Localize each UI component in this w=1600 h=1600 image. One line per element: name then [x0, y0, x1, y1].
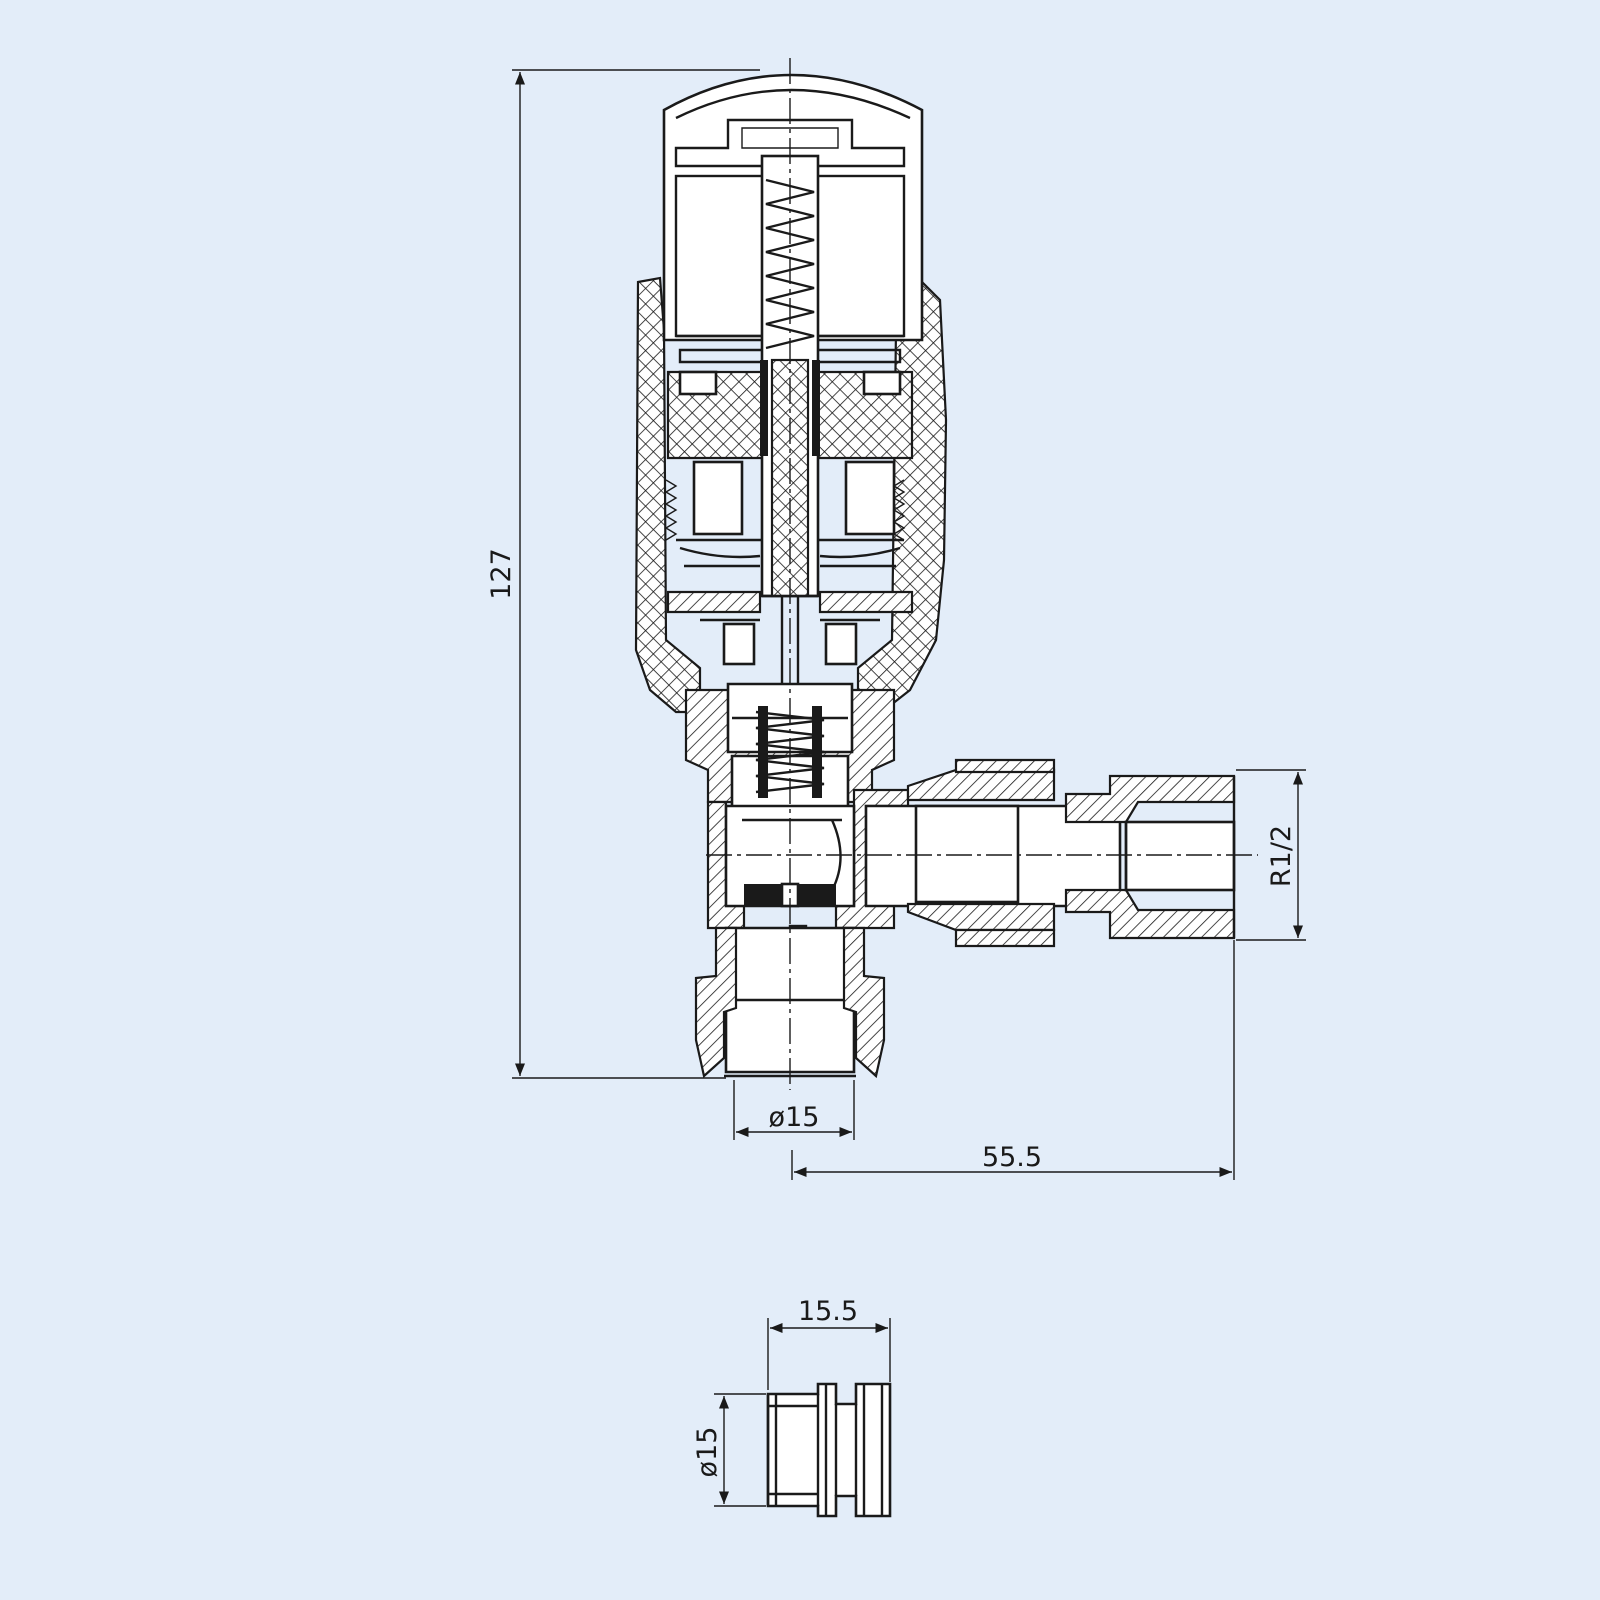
- dim-inlet-diameter-label: ø15: [769, 1102, 820, 1133]
- dim-tail-diameter-label: ø15: [692, 1427, 723, 1478]
- dimension-outlet-thread: R1/2: [1236, 769, 1306, 941]
- outlet-thread-top: [1064, 774, 1236, 824]
- dimension-inlet-diameter: ø15: [733, 1080, 855, 1140]
- valve-spring: [755, 710, 825, 794]
- union-nut-bottom: [906, 902, 1056, 932]
- head-spring: [765, 178, 815, 350]
- head-pocket-right: [844, 460, 896, 536]
- tail-body: [766, 1382, 892, 1518]
- dimension-overall-height: 127: [486, 69, 760, 1079]
- head-grip-shell-right: [856, 280, 948, 714]
- tail-detail: [766, 1382, 892, 1518]
- dim-55-5-label: 55.5: [982, 1142, 1042, 1173]
- head-grip-shell: [634, 276, 702, 714]
- dimension-outlet-offset: 55.5: [791, 940, 1235, 1180]
- dim-127-label: 127: [486, 548, 517, 600]
- cap-inner-line: [675, 88, 911, 120]
- valve-body: [684, 682, 1236, 1079]
- dimension-tail-diameter: ø15: [692, 1393, 766, 1507]
- dim-r1-2-label: R1/2: [1266, 825, 1297, 887]
- outlet-thread-bottom: [1064, 888, 1236, 940]
- dimension-tail-length: 15.5: [767, 1296, 891, 1390]
- dim-15-5-label: 15.5: [798, 1296, 858, 1327]
- cap-top-slot: [674, 118, 906, 168]
- union-nut-top: [906, 768, 1056, 802]
- inlet-nut-right: [842, 926, 886, 1079]
- head-pocket-left: [692, 460, 744, 536]
- inlet-nut-left: [694, 926, 738, 1079]
